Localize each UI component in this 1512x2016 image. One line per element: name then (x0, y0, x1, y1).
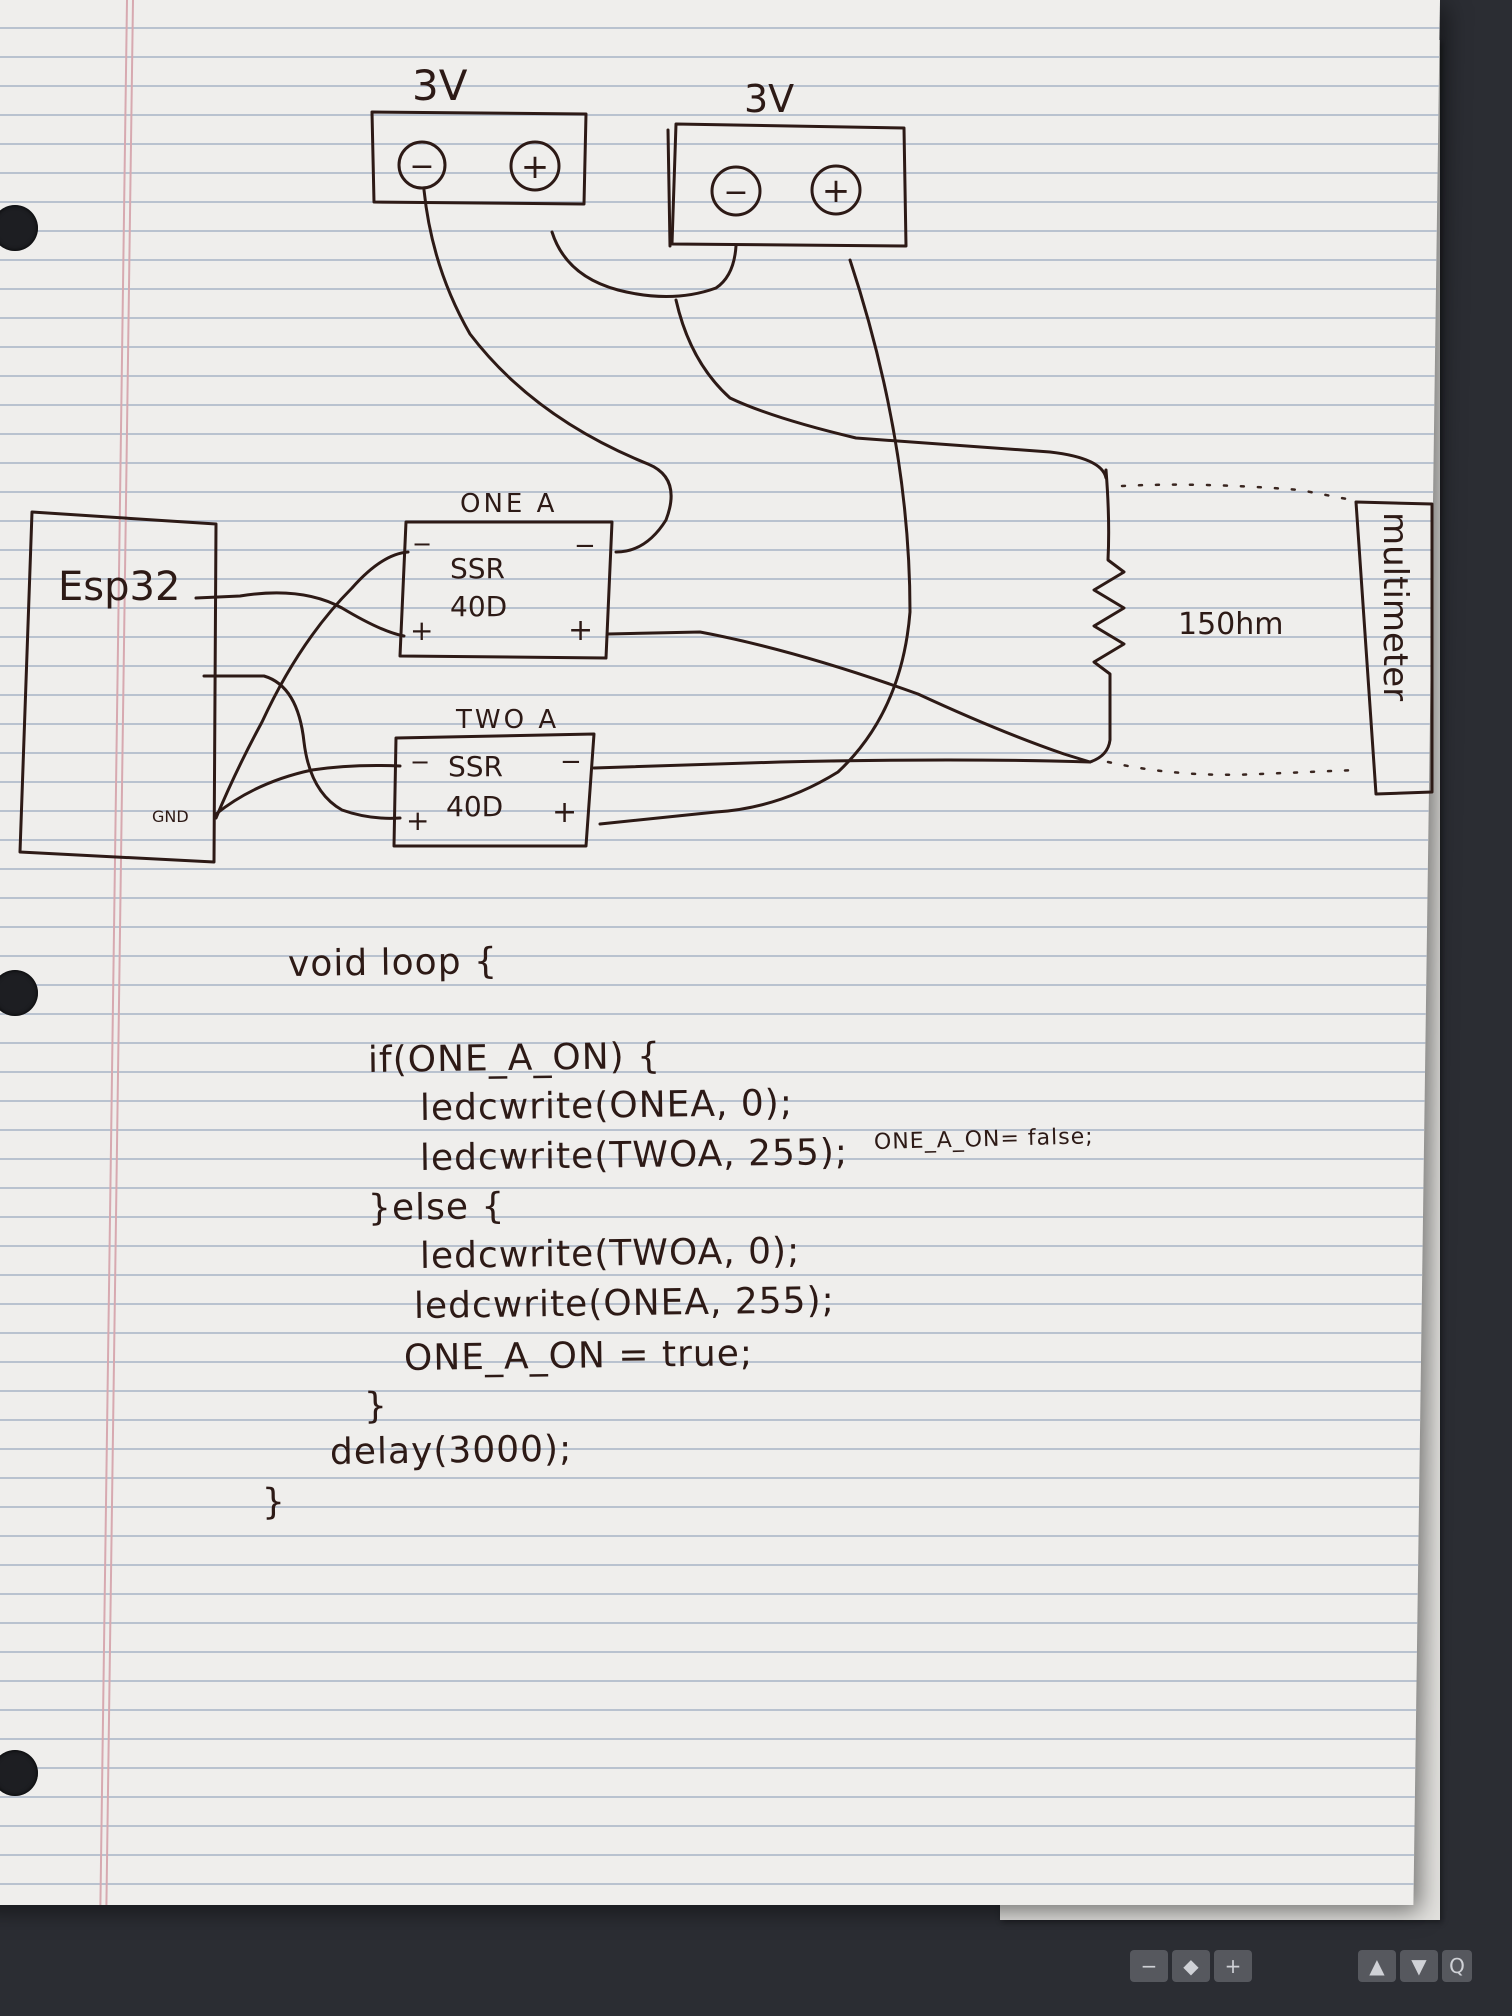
relay-one-a-in-plus: + (410, 614, 433, 647)
wire-batteries-to-resistor (674, 298, 1108, 480)
wires (194, 188, 1108, 826)
wire-esp32-to-two-a-plus (202, 674, 402, 820)
relay-one-a-out-plus: + (568, 613, 593, 648)
code-line-3: ledcwrite(ONEA, 0); (419, 1082, 794, 1129)
wire-one-a-out-to-resistor (606, 630, 1092, 764)
resistor: 150hm (1088, 468, 1284, 764)
battery-2: 3V − + (666, 77, 908, 248)
code-line-6: ledcwrite(TWOA, 0); (419, 1230, 801, 1277)
next-page-button[interactable]: ▼ (1400, 1950, 1438, 1982)
relay-two-a-line1: SSR (448, 750, 503, 783)
battery-1-negative-terminal (397, 140, 447, 190)
wire-gnd-to-one-a-minus (214, 550, 410, 820)
relay-two-a: TWO A SSR 40D − + − + (392, 705, 596, 848)
battery-2-negative-terminal (710, 165, 762, 217)
wire-bat2-pos-to-two-a (598, 258, 912, 826)
code-line-7: ledcwrite(ONEA, 255); (413, 1280, 836, 1327)
wire-two-a-out-to-resistor (592, 758, 1092, 770)
relay-one-a: ONE A SSR 40D − + − + (398, 489, 614, 660)
wire-bat1-pos-to-bat2-neg (550, 230, 738, 299)
relay-one-a-out-minus: − (574, 531, 596, 561)
multimeter: multimeter (1354, 500, 1434, 796)
fit-button[interactable]: ◆ (1172, 1950, 1210, 1982)
relay-one-a-line1: SSR (450, 552, 505, 585)
code-line-8: ONE_A_ON = true; (403, 1333, 754, 1379)
previous-page-button[interactable]: ▲ (1358, 1950, 1396, 1982)
search-icon[interactable]: Q (1442, 1950, 1472, 1982)
relay-two-a-name: TWO A (455, 705, 559, 735)
battery-2-positive-terminal (810, 164, 862, 216)
battery-1-positive-terminal (509, 140, 561, 192)
code-line-9: } (363, 1385, 389, 1427)
battery-2-pos-label: + (822, 171, 851, 211)
binder-hole (0, 1750, 38, 1796)
relay-one-a-line2: 40D (450, 590, 507, 623)
binder-hole (0, 970, 38, 1016)
battery-1-voltage: 3V (412, 61, 468, 110)
relay-two-a-out-minus: − (560, 747, 582, 777)
binder-hole (0, 205, 38, 251)
esp32-label: Esp32 (58, 564, 180, 610)
zoom-in-button[interactable]: + (1214, 1950, 1252, 1982)
image-viewer-toolbar: − ◆ + (1130, 1950, 1252, 1982)
code-line-5: }else { (367, 1186, 506, 1229)
relay-two-a-out-plus: + (552, 795, 577, 830)
esp32-gnd-label: GND (152, 807, 189, 826)
relay-one-a-name: ONE A (460, 489, 557, 519)
relay-one-a-in-minus: − (412, 530, 432, 558)
battery-2-voltage: 3V (744, 77, 794, 121)
wire-gnd-to-two-a-minus (214, 764, 402, 816)
battery-1-pos-label: + (521, 147, 550, 187)
battery-1-neg-label: − (409, 149, 434, 184)
navigation-toolbar: ▲ ▼ Q (1358, 1950, 1472, 1982)
zoom-out-button[interactable]: − (1130, 1950, 1168, 1982)
probe-line-bottom (1106, 760, 1358, 777)
multimeter-label: multimeter (1375, 512, 1415, 701)
code-line-1: void loop { (287, 941, 499, 985)
wire-bat1-neg-to-one-a (422, 188, 673, 554)
code-line-4: ledcwrite(TWOA, 255); (419, 1132, 849, 1179)
relay-two-a-line2: 40D (446, 790, 503, 823)
esp32-board: Esp32 GND (18, 510, 218, 864)
probe-line-top (1120, 483, 1354, 502)
relay-two-a-in-plus: + (406, 804, 429, 837)
wire-esp32-to-one-a-plus (194, 591, 406, 638)
battery-1: 3V − + (370, 61, 588, 206)
code-line-11: } (261, 1481, 287, 1523)
battery-2-neg-label: − (723, 175, 748, 210)
relay-two-a-in-minus: − (410, 748, 430, 776)
code-line-10: delay(3000); (329, 1428, 573, 1473)
code-line-2: if(ONE_A_ON) { (367, 1035, 662, 1081)
resistor-label: 150hm (1178, 607, 1284, 642)
